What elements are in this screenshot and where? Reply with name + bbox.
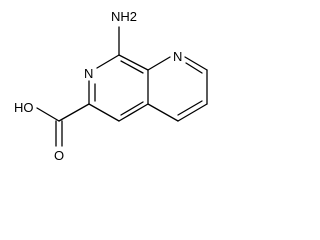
carbonyl-oxygen-label: O xyxy=(54,148,64,163)
bond-c6-c5 xyxy=(88,103,120,122)
bond-c6-carboxyl-c xyxy=(58,103,90,122)
bond-carboxyl-c-oh xyxy=(36,107,60,122)
bond-c5-c4a xyxy=(118,103,149,122)
bond-c4-c4a xyxy=(147,103,179,122)
left-ring-bonds xyxy=(88,54,149,122)
bond-c8a-c8-inner xyxy=(120,60,144,74)
bond-c5-c4a-inner xyxy=(120,101,144,116)
hydroxyl-label: HO xyxy=(14,100,34,115)
bond-c8a-c8 xyxy=(118,54,149,71)
ring-nitrogen-right-label: N xyxy=(173,49,182,64)
bond-c3-c4-inner xyxy=(177,100,203,116)
bond-c8a-n1 xyxy=(147,56,171,71)
right-ring-bonds xyxy=(147,56,208,122)
bond-c3-c4 xyxy=(177,103,208,122)
bond-n1-c2 xyxy=(184,56,208,71)
bond-c8-n7 xyxy=(96,54,120,69)
amine-label: NH2 xyxy=(111,9,137,24)
ring-nitrogen-left-label: N xyxy=(84,66,93,81)
bond-n1-c2-inner xyxy=(185,62,203,74)
chemical-structure: NH2 N N HO O xyxy=(14,9,208,163)
substituent-bonds xyxy=(36,26,120,147)
